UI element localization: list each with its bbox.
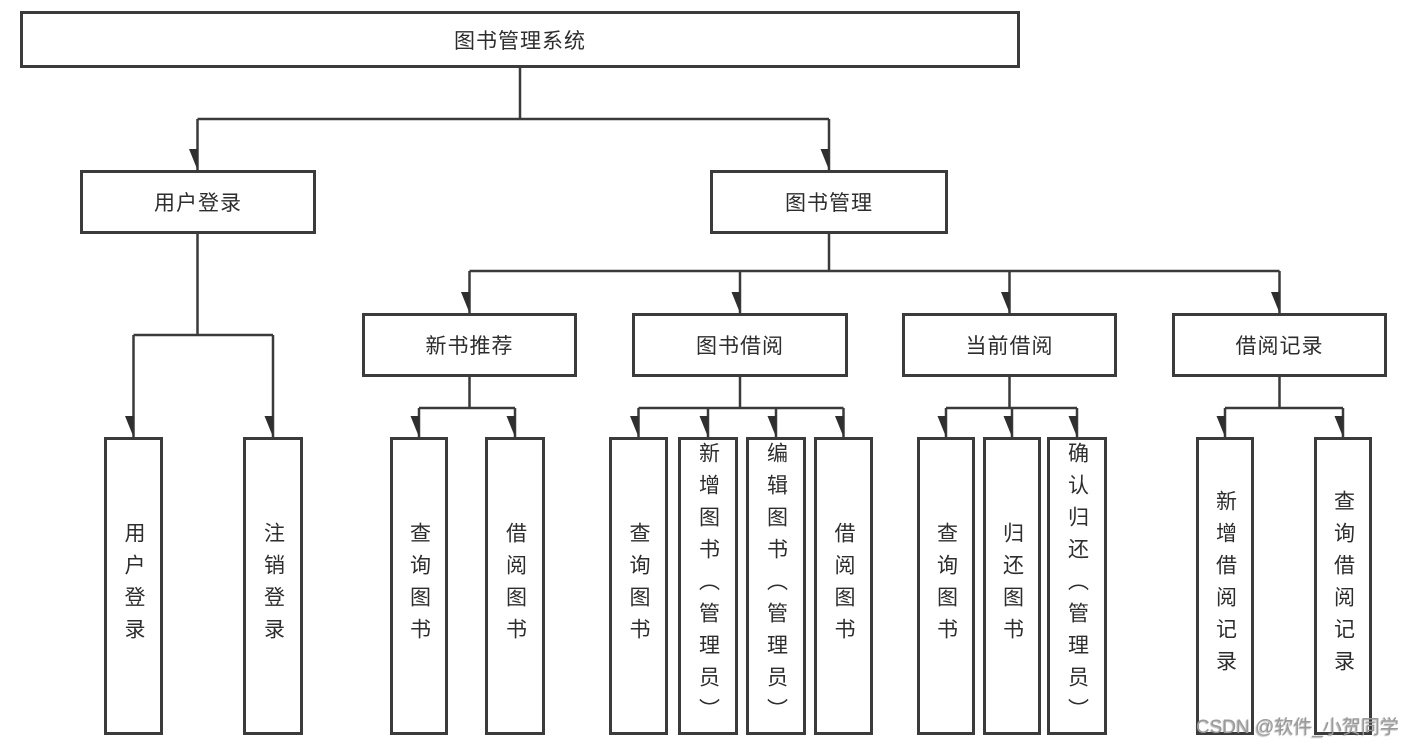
leaf-current-confirm-return-admin: 确认归还（管理员）	[1047, 437, 1107, 735]
node-user-login: 用户登录	[80, 170, 316, 234]
leaf-record-add: 新增借阅记录	[1196, 437, 1254, 735]
csdn-watermark: CSDN @软件_小贺同学	[1196, 717, 1399, 738]
leaf-borrow-edit-book-admin: 编辑图书（管理员）	[746, 437, 806, 735]
node-book-borrow: 图书借阅	[632, 313, 848, 377]
node-book-management: 图书管理	[710, 170, 948, 234]
leaf-logout: 注销登录	[243, 437, 303, 735]
leaf-record-query: 查询借阅记录	[1314, 437, 1372, 735]
node-new-book-recommend: 新书推荐	[362, 313, 577, 377]
leaf-current-return-book: 归还图书	[983, 437, 1041, 735]
leaf-recommend-query-book: 查询图书	[390, 437, 448, 735]
leaf-recommend-borrow-book: 借阅图书	[485, 437, 545, 735]
leaf-borrow-add-book-admin: 新增图书（管理员）	[678, 437, 738, 735]
node-current-borrow: 当前借阅	[902, 313, 1117, 377]
node-root: 图书管理系统	[20, 11, 1020, 68]
leaf-user-login: 用户登录	[104, 437, 163, 735]
leaf-borrow-query-book: 查询图书	[609, 437, 668, 735]
leaf-current-query-book: 查询图书	[917, 437, 975, 735]
leaf-borrow-borrow-book: 借阅图书	[814, 437, 873, 735]
node-borrow-records: 借阅记录	[1172, 313, 1387, 377]
